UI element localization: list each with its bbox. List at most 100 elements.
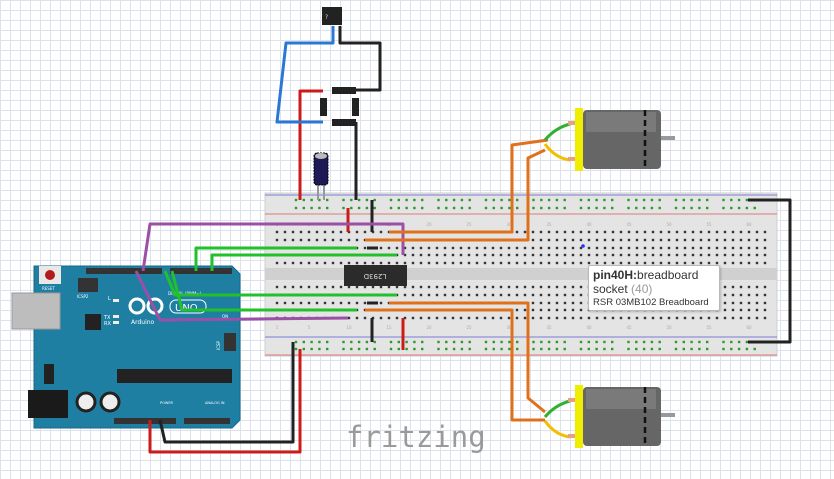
breadboard-hole[interactable]: [651, 253, 655, 257]
rail-hole[interactable]: [294, 206, 298, 210]
breadboard-hole[interactable]: [699, 316, 703, 320]
breadboard-hole[interactable]: [443, 261, 447, 265]
breadboard-hole[interactable]: [483, 246, 487, 250]
rail-hole[interactable]: [563, 347, 566, 351]
rail-hole[interactable]: [350, 347, 353, 351]
rail-hole[interactable]: [500, 347, 503, 351]
breadboard-hole[interactable]: [563, 316, 567, 320]
breadboard-hole[interactable]: [627, 253, 631, 257]
breadboard-hole[interactable]: [611, 261, 615, 265]
breadboard-hole[interactable]: [483, 285, 487, 289]
breadboard-hole[interactable]: [723, 261, 727, 265]
breadboard-hole[interactable]: [747, 253, 751, 257]
breadboard-hole[interactable]: [555, 293, 559, 297]
breadboard-hole[interactable]: [595, 238, 599, 242]
rail-hole[interactable]: [452, 206, 456, 210]
dc-motor[interactable]: [543, 108, 675, 171]
breadboard-hole[interactable]: [747, 246, 751, 250]
electrolytic-capacitor[interactable]: [313, 152, 329, 200]
breadboard-hole[interactable]: [387, 261, 391, 265]
sensor[interactable]: ?: [322, 7, 342, 25]
breadboard-hole[interactable]: [307, 301, 311, 305]
rail-hole[interactable]: [310, 340, 313, 344]
rail-hole[interactable]: [682, 340, 685, 344]
breadboard-hole[interactable]: [363, 246, 367, 250]
breadboard-hole[interactable]: [579, 316, 583, 320]
breadboard-hole[interactable]: [619, 261, 623, 265]
breadboard-hole[interactable]: [363, 301, 367, 305]
rail-hole[interactable]: [310, 198, 313, 202]
breadboard-hole[interactable]: [275, 230, 279, 234]
breadboard-hole[interactable]: [275, 238, 279, 242]
rail-hole[interactable]: [326, 347, 329, 351]
breadboard-hole[interactable]: [395, 285, 399, 289]
breadboard-hole[interactable]: [699, 246, 703, 250]
rail-hole[interactable]: [405, 347, 408, 351]
breadboard-hole[interactable]: [731, 308, 735, 312]
rail-hole[interactable]: [468, 206, 471, 210]
rail-hole[interactable]: [555, 198, 559, 202]
rail-hole[interactable]: [650, 206, 654, 210]
breadboard-hole[interactable]: [667, 230, 671, 234]
breadboard-hole[interactable]: [547, 261, 551, 265]
breadboard-hole[interactable]: [363, 316, 367, 320]
breadboard-hole[interactable]: [563, 293, 567, 297]
rail-hole[interactable]: [357, 347, 361, 351]
rail-hole[interactable]: [737, 206, 741, 210]
breadboard-hole[interactable]: [547, 230, 551, 234]
breadboard-hole[interactable]: [315, 285, 319, 289]
breadboard-hole[interactable]: [403, 246, 407, 250]
breadboard-hole[interactable]: [659, 261, 663, 265]
breadboard-hole[interactable]: [499, 261, 503, 265]
breadboard-hole[interactable]: [619, 246, 623, 250]
breadboard-hole[interactable]: [667, 316, 671, 320]
rail-hole[interactable]: [753, 206, 756, 210]
breadboard-hole[interactable]: [347, 316, 351, 320]
breadboard-hole[interactable]: [595, 230, 599, 234]
rail-hole[interactable]: [326, 206, 329, 210]
rail-hole[interactable]: [737, 340, 741, 344]
breadboard-hole[interactable]: [435, 246, 439, 250]
breadboard-hole[interactable]: [571, 301, 575, 305]
breadboard-hole[interactable]: [475, 293, 479, 297]
rail-hole[interactable]: [603, 198, 606, 202]
breadboard-hole[interactable]: [459, 316, 463, 320]
breadboard-hole[interactable]: [483, 316, 487, 320]
breadboard-hole[interactable]: [595, 261, 599, 265]
breadboard-hole[interactable]: [643, 261, 647, 265]
breadboard-hole[interactable]: [515, 261, 519, 265]
breadboard-hole[interactable]: [403, 293, 407, 297]
breadboard-hole[interactable]: [443, 316, 447, 320]
breadboard-hole[interactable]: [379, 261, 383, 265]
breadboard-hole[interactable]: [763, 230, 767, 234]
rail-hole[interactable]: [674, 340, 678, 344]
breadboard-hole[interactable]: [563, 261, 567, 265]
black-wire[interactable]: [338, 26, 382, 92]
breadboard-hole[interactable]: [307, 285, 311, 289]
breadboard-hole[interactable]: [411, 293, 415, 297]
breadboard-hole[interactable]: [467, 261, 471, 265]
breadboard-hole[interactable]: [507, 246, 511, 250]
breadboard-hole[interactable]: [291, 238, 295, 242]
breadboard-hole[interactable]: [603, 238, 607, 242]
rail-hole[interactable]: [437, 340, 440, 344]
breadboard-hole[interactable]: [419, 246, 423, 250]
breadboard-hole[interactable]: [411, 261, 415, 265]
rail-hole[interactable]: [737, 347, 741, 351]
breadboard-hole[interactable]: [467, 285, 471, 289]
breadboard-hole[interactable]: [723, 308, 727, 312]
breadboard-hole[interactable]: [739, 308, 743, 312]
breadboard-hole[interactable]: [315, 261, 319, 265]
blue-wire[interactable]: [275, 26, 335, 124]
rail-hole[interactable]: [460, 206, 464, 210]
breadboard-hole[interactable]: [555, 261, 559, 265]
rail-hole[interactable]: [563, 206, 566, 210]
breadboard-hole[interactable]: [699, 253, 703, 257]
breadboard-hole[interactable]: [691, 253, 695, 257]
rail-hole[interactable]: [611, 206, 614, 210]
rail-hole[interactable]: [627, 198, 630, 202]
rail-hole[interactable]: [405, 206, 408, 210]
breadboard-hole[interactable]: [755, 261, 759, 265]
breadboard-hole[interactable]: [515, 285, 519, 289]
breadboard-hole[interactable]: [347, 301, 351, 305]
